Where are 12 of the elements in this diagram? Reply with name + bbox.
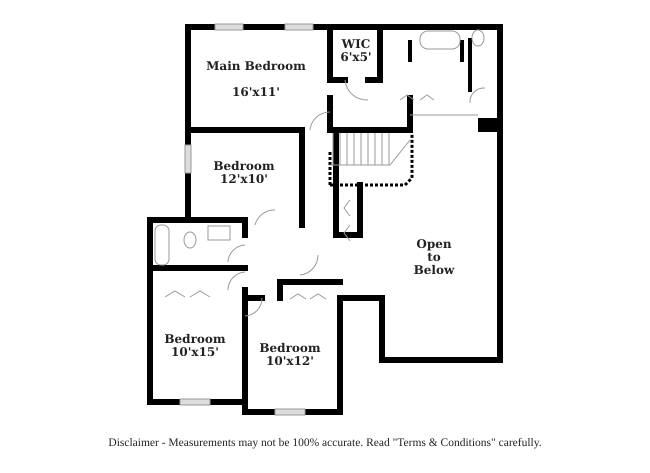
room-name: WIC (342, 38, 370, 51)
room-name: Open to Below (412, 238, 456, 277)
room-name: Bedroom (164, 333, 226, 346)
room-name: Bedroom (259, 342, 321, 355)
room-dimensions: 10'x12' (266, 355, 314, 368)
room-dimensions: 10'x15' (171, 346, 219, 359)
room-name: Bedroom (213, 160, 275, 173)
room-dimensions: 16'x11' (232, 86, 280, 99)
room-dimensions: 12'x10' (220, 173, 268, 186)
room-dimensions: 6'x5' (340, 51, 372, 64)
disclaimer-caption: Disclaimer - Measurements may not be 100% accurate. Read "Terms & Conditions" carefully. (108, 437, 542, 449)
room-name: Main Bedroom (206, 60, 306, 73)
